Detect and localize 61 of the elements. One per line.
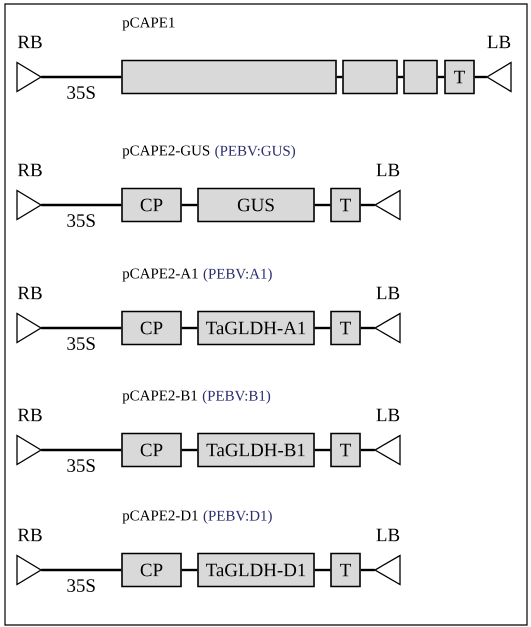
- construct-name: pCAPE2-B1: [122, 390, 197, 404]
- dna-line: [360, 568, 375, 572]
- border-label: RB: [18, 528, 42, 542]
- gene-box: TaGLDH-A1: [197, 310, 315, 346]
- dna-line: [41, 448, 122, 452]
- dna-line: [182, 204, 198, 206]
- construct-name: pCAPE2-GUS: [122, 145, 210, 159]
- gene-box: T: [330, 188, 361, 222]
- dna-line: [182, 568, 198, 572]
- border-label: LB: [376, 408, 400, 422]
- gene-box: CP: [121, 188, 182, 222]
- border-label: LB: [487, 36, 510, 48]
- edge-label: 35S: [67, 86, 95, 99]
- dna-line: [314, 448, 330, 452]
- gene-box: CP: [121, 432, 182, 468]
- dna-line: [182, 448, 198, 452]
- dna-line: [438, 76, 444, 78]
- segment-box: [342, 60, 398, 94]
- dna-line: [360, 204, 375, 206]
- gene-box: CP: [121, 310, 182, 346]
- dna-line: [360, 326, 375, 330]
- dna-line: [360, 448, 375, 452]
- dna-line: [474, 76, 487, 78]
- dna-line: [314, 326, 330, 330]
- gene-box: T: [330, 310, 361, 346]
- segment-box: [403, 60, 438, 94]
- dna-line: [314, 568, 330, 572]
- dna-line: [41, 76, 122, 78]
- dna-line: [182, 326, 198, 330]
- border-label: RB: [18, 408, 42, 422]
- edge-label: 35S: [67, 459, 95, 472]
- edge-label: 35S: [67, 579, 95, 592]
- dna-line: [336, 76, 342, 78]
- construct-name: (PEBV:GUS): [215, 145, 296, 159]
- edge-label: 35S: [67, 337, 95, 350]
- construct-name: (PEBV:A1): [204, 268, 272, 282]
- gene-box: TaGLDH-B1: [197, 432, 315, 468]
- border-label: RB: [18, 286, 42, 300]
- border-label: RB: [18, 164, 42, 176]
- dna-line: [398, 76, 404, 78]
- dna-line: [41, 568, 122, 572]
- border-label: LB: [376, 528, 400, 542]
- dna-line: [314, 204, 330, 206]
- construct-name: (PEBV:D1): [204, 510, 272, 524]
- gene-box: T: [330, 552, 361, 588]
- border-label: LB: [376, 286, 400, 300]
- construct-name: (PEBV:B1): [202, 390, 270, 404]
- dna-line: [41, 204, 122, 206]
- border-label: RB: [18, 36, 42, 48]
- construct-name: pCAPE1: [122, 17, 174, 31]
- border-label: LB: [376, 164, 400, 176]
- edge-label: 35S: [67, 214, 95, 227]
- gene-box: GUS: [197, 188, 315, 222]
- gene-box: TaGLDH-D1: [197, 552, 315, 588]
- gene-box: T: [444, 60, 475, 94]
- dna-line: [41, 326, 122, 330]
- construct-name: pCAPE2-D1: [122, 510, 198, 524]
- construct-name: pCAPE2-A1: [122, 268, 198, 282]
- segment-box: [121, 60, 337, 94]
- gene-box: T: [330, 432, 361, 468]
- gene-box: CP: [121, 552, 182, 588]
